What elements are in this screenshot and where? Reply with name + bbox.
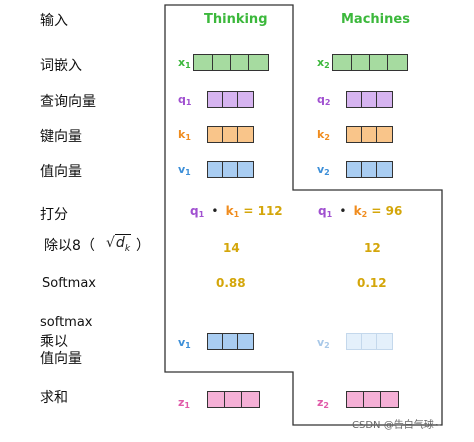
v1-weighted-label: v1 bbox=[178, 336, 191, 350]
column-header-thinking: Thinking bbox=[204, 12, 268, 27]
z2-sub: 2 bbox=[323, 401, 329, 410]
score1-q-sub: 1 bbox=[198, 210, 205, 219]
q1-label: q1 bbox=[178, 93, 191, 107]
score1-dot: • bbox=[211, 204, 219, 218]
v1-value-vector bbox=[207, 161, 254, 178]
z2-output-vector bbox=[346, 391, 399, 408]
z1-label: z1 bbox=[178, 396, 190, 410]
z1-sub: 1 bbox=[184, 401, 190, 410]
x1-sub: 1 bbox=[185, 61, 191, 70]
k1-label: k1 bbox=[178, 128, 191, 142]
score1-k-letter: k bbox=[225, 204, 234, 218]
divide-close: ） bbox=[136, 238, 150, 254]
row-label-value: 值向量 bbox=[40, 164, 82, 180]
x1-label: x1 bbox=[178, 56, 191, 70]
q1-letter: q bbox=[178, 93, 186, 106]
q1-query-vector bbox=[207, 91, 254, 108]
v1w-letter: v bbox=[178, 336, 186, 349]
v1-label: v1 bbox=[178, 163, 191, 177]
softmax-value-2: 0.12 bbox=[357, 276, 387, 290]
sqrt-dk: √dk bbox=[106, 234, 132, 254]
divide-text: 除以8（ bbox=[44, 238, 95, 254]
v2w-letter: v bbox=[317, 336, 325, 349]
score1-k-sub: 1 bbox=[233, 210, 240, 219]
score-q1-k2: q1 • k2 = 96 bbox=[318, 204, 402, 219]
z1-output-vector bbox=[207, 391, 260, 408]
q2-letter: q bbox=[317, 93, 325, 106]
k2-letter: k bbox=[317, 128, 325, 141]
v2-weighted-label: v2 bbox=[317, 336, 330, 350]
v2-weighted-vector bbox=[346, 333, 393, 350]
q1-sub: 1 bbox=[185, 98, 192, 107]
score1-q-letter: q bbox=[190, 204, 199, 218]
row-label-softmax-times-line3: 值向量 bbox=[40, 351, 82, 367]
score2-k: k2 bbox=[353, 204, 368, 219]
x2-sub: 2 bbox=[324, 61, 330, 70]
softmax-value-1: 0.88 bbox=[216, 276, 246, 290]
row-label-softmax-times-line2: 乘以 bbox=[40, 334, 68, 350]
score2-dot: • bbox=[339, 204, 347, 218]
v1-weighted-vector bbox=[207, 333, 254, 350]
q2-query-vector bbox=[346, 91, 393, 108]
divided-score-1: 14 bbox=[223, 241, 240, 255]
sqrt-radical: √ bbox=[106, 235, 115, 251]
row-label-softmax-times-line1: softmax bbox=[40, 315, 93, 330]
v1-letter: v bbox=[178, 163, 186, 176]
x2-letter: x bbox=[317, 56, 325, 69]
x1-letter: x bbox=[178, 56, 186, 69]
k2-label: k2 bbox=[317, 128, 330, 142]
score2-q: q1 bbox=[318, 204, 333, 219]
sqrt-var: d bbox=[115, 235, 125, 251]
v1w-sub: 1 bbox=[185, 341, 191, 350]
row-label-score: 打分 bbox=[40, 207, 68, 223]
v2-label: v2 bbox=[317, 163, 330, 177]
row-label-divide: 除以8（ √dk ） bbox=[44, 234, 150, 255]
q2-label: q2 bbox=[317, 93, 330, 107]
score1-value: = 112 bbox=[243, 204, 283, 218]
score2-value: = 96 bbox=[371, 204, 403, 218]
x2-label: x2 bbox=[317, 56, 330, 70]
z2-label: z2 bbox=[317, 396, 329, 410]
k1-sub: 1 bbox=[185, 133, 191, 142]
v1-sub: 1 bbox=[185, 168, 191, 177]
score1-q: q1 bbox=[190, 204, 205, 219]
score2-k-sub: 2 bbox=[361, 210, 368, 219]
v2-letter: v bbox=[317, 163, 325, 176]
score-q1-k1: q1 • k1 = 112 bbox=[190, 204, 283, 219]
score2-q-sub: 1 bbox=[326, 210, 333, 219]
z1-letter: z bbox=[178, 396, 185, 409]
k2-sub: 2 bbox=[324, 133, 330, 142]
v2-sub: 2 bbox=[324, 168, 330, 177]
row-label-embedding: 词嵌入 bbox=[40, 58, 82, 74]
v2w-sub: 2 bbox=[324, 341, 330, 350]
x1-embedding-vector bbox=[193, 54, 269, 71]
column-header-machines: Machines bbox=[341, 12, 410, 27]
v2-value-vector bbox=[346, 161, 393, 178]
row-label-query: 查询向量 bbox=[40, 94, 96, 110]
z2-letter: z bbox=[317, 396, 324, 409]
row-label-key: 键向量 bbox=[40, 129, 82, 145]
score1-k: k1 bbox=[225, 204, 240, 219]
watermark: CSDN @告白气球~ bbox=[352, 420, 443, 431]
k1-letter: k bbox=[178, 128, 186, 141]
sqrt-radicand: dk bbox=[114, 234, 132, 254]
q2-sub: 2 bbox=[324, 98, 331, 107]
row-label-sum: 求和 bbox=[40, 390, 68, 406]
sqrt-sub: k bbox=[124, 243, 131, 254]
x2-embedding-vector bbox=[332, 54, 408, 71]
k2-key-vector bbox=[346, 126, 393, 143]
k1-key-vector bbox=[207, 126, 254, 143]
row-label-input: 输入 bbox=[40, 13, 68, 29]
score2-k-letter: k bbox=[353, 204, 362, 218]
row-label-softmax: Softmax bbox=[42, 276, 96, 291]
divided-score-2: 12 bbox=[364, 241, 381, 255]
score2-q-letter: q bbox=[318, 204, 327, 218]
